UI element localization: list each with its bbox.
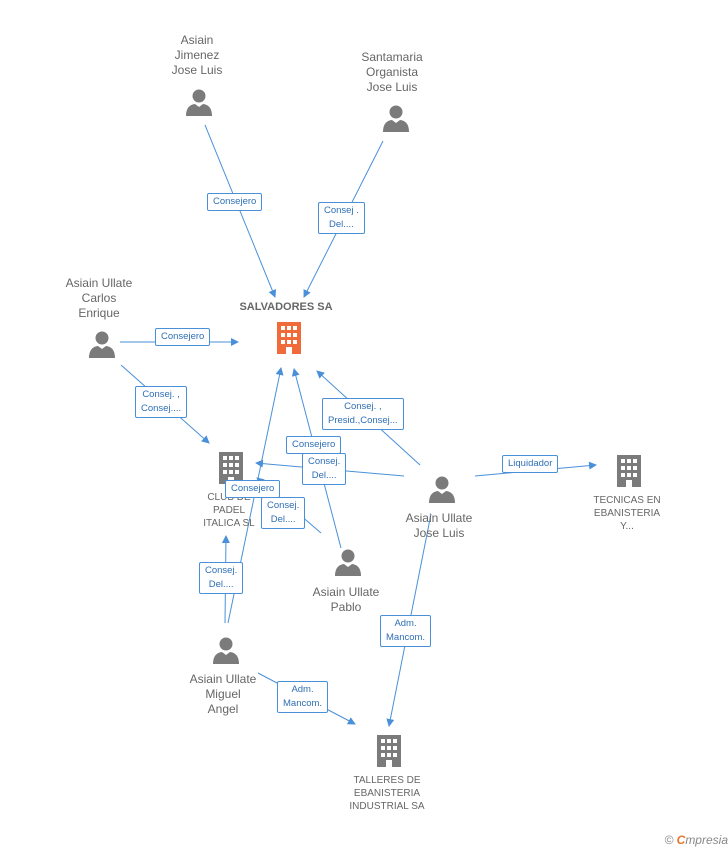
person-icon[interactable] [381,104,411,134]
main-company-label[interactable]: SALVADORES SA [226,300,346,315]
edge-label-line: Consejero [231,483,275,494]
person-icon[interactable] [184,88,214,118]
edge-line [204,124,277,298]
edge-label-line: Consejero [292,439,336,450]
edge-label-consej-del[interactable]: Consej . Del.... [318,202,365,234]
edge-label-line: Del.... [329,219,354,230]
label-line: ITALICA SL [203,518,255,529]
edge-label-adm-mancom[interactable]: Adm. Mancom. [380,615,432,647]
label-line: Pablo [330,600,362,614]
edge-label-consejero[interactable]: Consejero [207,193,263,211]
person-label[interactable]: Santamaria Organista Jose Luis [344,50,440,95]
person-label[interactable]: Asiain Ullate Jose Luis [388,511,490,541]
edge-label-line: Consej.... [141,403,182,414]
edge-label-line: Mancom. [386,632,426,643]
building-icon[interactable] [273,320,305,356]
label-line: TALLERES DE [353,775,421,786]
person-icon[interactable] [87,330,117,360]
edge-label-line: Consej. [308,456,341,467]
edge-label-line: Del.... [270,514,296,525]
edge-label-consejero[interactable]: Consejero [155,328,211,346]
label-line: Asiain Ullate [189,672,257,686]
edge-label-line: Consej. [205,565,238,576]
person-icon[interactable] [211,636,241,666]
label-line: Jose Luis [413,526,465,540]
edge-label-line: Mancom. [283,698,323,709]
edge-label-line: Consej. [267,500,300,511]
person-label[interactable]: Asiain Ullate Carlos Enrique [51,276,147,321]
label-line: Enrique [78,306,120,320]
label-line: TECNICAS EN [593,495,661,506]
edge-label-liquidador[interactable]: Liquidador [502,455,559,473]
label-line: Asiain Ullate [312,585,380,599]
edge-label-consej-del[interactable]: Consej. Del.... [302,453,347,485]
edge-label-line: Adm. [291,684,314,695]
brand-initial: C [676,833,686,847]
label-line: Carlos [81,291,117,305]
brand-name: mpresia [685,833,728,847]
edge-label-line: Del.... [208,579,234,590]
label-line: Jose Luis [366,80,418,94]
label-line: Santamaria [361,50,423,64]
label-line: Jimenez [174,48,220,62]
edge-label-line: Consej . [324,205,359,216]
building-icon[interactable] [215,450,247,486]
person-label[interactable]: Asiain Jimenez Jose Luis [149,33,245,78]
label-line: Miguel [205,687,241,701]
edge-label-consejero[interactable]: Consejero [225,480,281,498]
person-label[interactable]: Asiain Ullate Miguel Angel [172,672,274,717]
edge-label-line: Liquidador [508,458,553,469]
edge-label-line: Consej. , [142,389,180,400]
label-line: Jose Luis [171,63,223,77]
company-label[interactable]: TALLERES DE EBANISTERIA INDUSTRIAL SA [334,774,440,813]
building-icon[interactable] [613,453,645,489]
edge-label-line: Presid.,Consej... [328,415,398,426]
edge-label-line: Consej. , [344,401,382,412]
company-label[interactable]: TECNICAS EN EBANISTERIA Y... [582,494,672,533]
person-label[interactable]: Asiain Ullate Pablo [295,585,397,615]
edge-label-line: Adm. [394,618,417,629]
edge-label-consej-del[interactable]: Consej. Del.... [261,497,306,529]
label-line: Asiain Ullate [405,511,473,525]
label-line: EBANISTERIA [353,788,421,799]
label-line: INDUSTRIAL SA [349,801,425,812]
edge-label-adm-mancom[interactable]: Adm. Mancom. [277,681,329,713]
label-line: SALVADORES SA [239,301,333,313]
edge-label-consejero[interactable]: Consejero [286,436,342,454]
label-line: Angel [207,702,239,716]
person-icon[interactable] [333,548,363,578]
building-icon[interactable] [373,733,405,769]
edge-label-consej-consej[interactable]: Consej. , Consej.... [135,386,188,418]
edge-label-line: Consejero [213,196,257,207]
edge-label-consej-presid[interactable]: Consej. , Presid.,Consej... [322,398,404,430]
label-line: Organista [365,65,419,79]
edge-label-line: Consejero [161,331,205,342]
copyright-symbol: © [664,833,674,847]
edge-label-line: Del.... [311,470,337,481]
person-icon[interactable] [427,475,457,505]
edge-label-consej-del[interactable]: Consej. Del.... [199,562,244,594]
label-line: PADEL [212,505,246,516]
label-line: Asiain [180,33,214,47]
empresia-logo: © Cmpresia [664,833,728,847]
label-line: Y... [620,521,634,532]
label-line: Asiain Ullate [65,276,133,290]
label-line: EBANISTERIA [593,508,661,519]
